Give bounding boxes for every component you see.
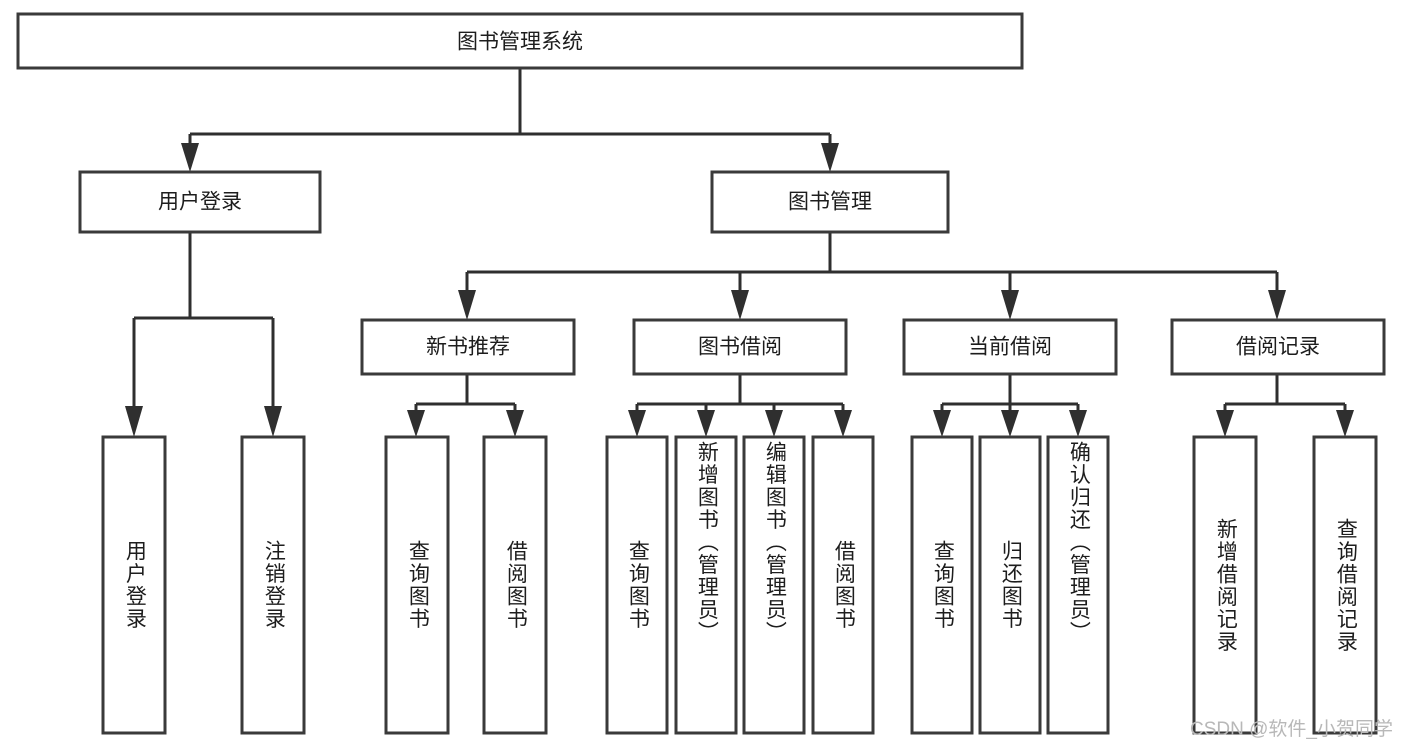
- node-leaf-borrow-record-2-box[interactable]: [1312, 435, 1378, 735]
- watermark-text: CSDN @软件_小贺同学: [1190, 719, 1393, 740]
- arrow-to-current-borrow: [1001, 290, 1019, 320]
- node-leaf-user-login-1-box[interactable]: [101, 435, 167, 735]
- node-leaf-book-borrow-2-box[interactable]: [674, 435, 738, 735]
- arrow-to-book-borrow: [731, 290, 749, 320]
- arrow-current-borrow-leaf-1: [933, 410, 951, 437]
- node-leaf-book-borrow-3-box[interactable]: [742, 435, 806, 735]
- node-leaf-new-book-1-box[interactable]: [384, 435, 450, 735]
- node-root-box[interactable]: [16, 12, 1024, 70]
- arrow-new-book-leaf-2: [506, 410, 524, 437]
- arrow-current-borrow-leaf-3: [1069, 410, 1087, 437]
- node-leaf-borrow-record-1-box[interactable]: [1192, 435, 1258, 735]
- node-layer: 图书管理系统 用户登录 图书管理 新书推荐 图书借阅 当前借阅 借阅记录: [16, 12, 1386, 735]
- node-leaf-book-borrow-4-box[interactable]: [811, 435, 875, 735]
- arrow-new-book-leaf-1: [407, 410, 425, 437]
- node-borrow-record-box[interactable]: [1170, 318, 1386, 376]
- node-leaf-new-book-2-box[interactable]: [482, 435, 548, 735]
- node-book-borrow-box[interactable]: [632, 318, 848, 376]
- node-root-label: 图书管理系统: [457, 31, 583, 54]
- arrow-user-login-leaf-1: [125, 406, 143, 437]
- node-leaf-book-borrow-1-box[interactable]: [605, 435, 669, 735]
- arrow-to-user-login: [181, 143, 199, 172]
- arrow-book-borrow-leaf-4: [834, 410, 852, 437]
- node-leaf-current-borrow-2-box[interactable]: [978, 435, 1042, 735]
- node-leaf-current-borrow-1-box[interactable]: [910, 435, 974, 735]
- arrow-user-login-leaf-2: [264, 406, 282, 437]
- arrow-to-new-book: [458, 290, 476, 320]
- arrow-current-borrow-leaf-2: [1001, 410, 1019, 437]
- connector-layer: [125, 68, 1354, 437]
- node-new-book-label: 新书推荐: [426, 336, 510, 359]
- arrow-book-borrow-leaf-2: [697, 410, 715, 437]
- node-book-manage-box[interactable]: [710, 170, 950, 234]
- arrow-book-borrow-leaf-1: [628, 410, 646, 437]
- node-book-manage-label: 图书管理: [788, 191, 872, 214]
- arrow-borrow-record-leaf-1: [1216, 410, 1234, 437]
- node-new-book-box[interactable]: [360, 318, 576, 376]
- node-borrow-record-label: 借阅记录: [1236, 336, 1320, 359]
- node-leaf-user-login-2-box[interactable]: [240, 435, 306, 735]
- node-book-borrow-label: 图书借阅: [698, 336, 782, 359]
- node-user-login-box[interactable]: [78, 170, 322, 234]
- arrow-to-borrow-record: [1268, 290, 1286, 320]
- node-current-borrow-box[interactable]: [902, 318, 1118, 376]
- node-current-borrow-label: 当前借阅: [968, 336, 1052, 359]
- arrow-to-book-manage: [821, 143, 839, 172]
- arrow-book-borrow-leaf-3: [765, 410, 783, 437]
- arrow-borrow-record-leaf-2: [1336, 410, 1354, 437]
- node-leaf-current-borrow-3-box[interactable]: [1046, 435, 1110, 735]
- node-user-login-label: 用户登录: [158, 191, 242, 214]
